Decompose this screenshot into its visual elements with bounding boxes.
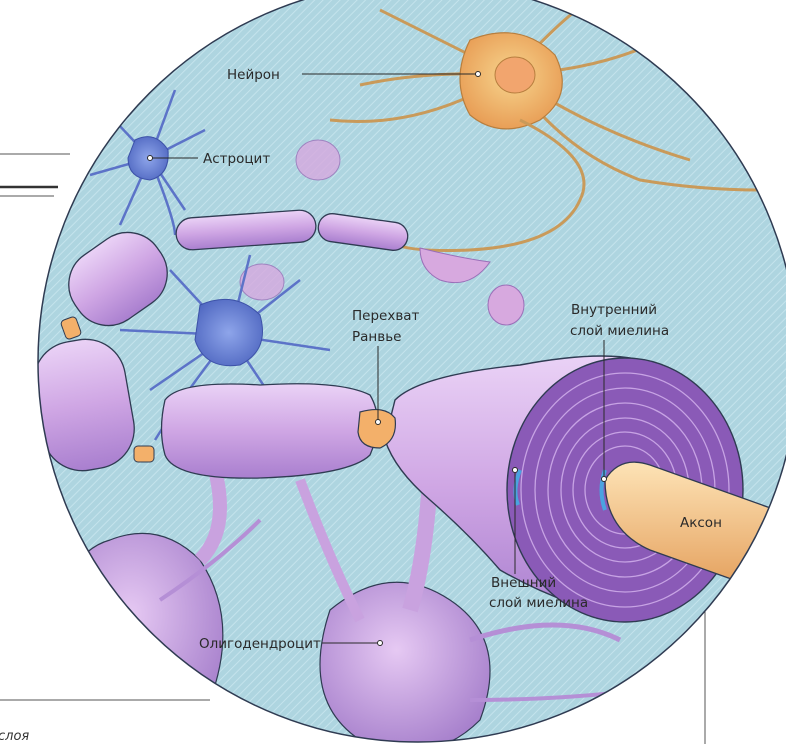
label-oligodendrocyte-text: Олигодендроцит xyxy=(199,636,321,652)
label-neuron-text: Нейрон xyxy=(227,67,280,83)
label-node-line2: Ранвье xyxy=(352,329,401,345)
label-inner-line2: слой миелина xyxy=(570,323,669,339)
label-node-line1: Перехват xyxy=(352,308,420,324)
label-outer-line2: слой миелина xyxy=(489,595,588,611)
label-astrocyte-text: Астроцит xyxy=(203,151,270,167)
label-inner-line1: Внутренний xyxy=(571,302,657,318)
label-axon-text: Аксон xyxy=(680,515,722,531)
label-outer-line1: Внешний xyxy=(491,575,556,591)
page-fragment-text: слоя xyxy=(0,729,29,744)
label-axon: Аксон xyxy=(680,515,722,531)
